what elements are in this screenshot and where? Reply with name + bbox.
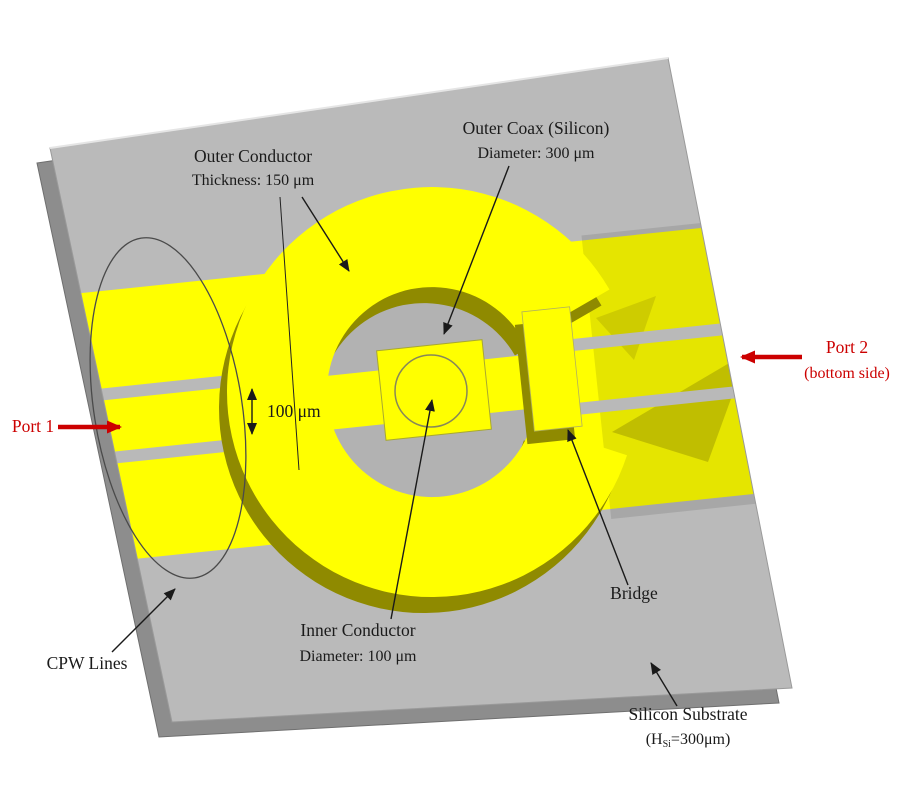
substrate-label: Silicon Substrate [628,704,747,724]
outer-coax-label: Outer Coax (Silicon) [463,118,610,138]
inner-conductor-label: Inner Conductor [300,620,415,640]
port2-label: Port 2 [826,337,868,357]
cpw-lines-label: CPW Lines [47,653,128,673]
metal-shadow-streak-2 [596,296,656,360]
inner-conductor-arrow [390,399,435,620]
port2-sublabel: (bottom side) [804,365,890,382]
substrate-sublabel: (HSi=300μm) [646,731,731,750]
bridge-arrow [567,429,629,586]
strip-width-label: 100 μm [267,401,321,421]
cpw-region-ellipse [89,237,247,579]
bridge-label: Bridge [610,583,658,603]
outer-conductor-sublabel: Thickness: 150 μm [192,172,315,189]
cpw-lower-level-shade [581,206,792,519]
outer-coax-sublabel: Diameter: 300 μm [478,145,596,162]
cpw-lines-arrow [111,588,176,653]
port1-label: Port 1 [12,416,54,436]
metal-shadow-streak [612,352,748,462]
outer-conductor-arrow [301,196,350,272]
substrate-top-edge-highlight [49,57,669,149]
outer-coax-arrow [443,165,510,335]
substrate-arrow [650,662,678,707]
inner-conductor-sublabel: Diameter: 100 μm [300,648,418,665]
inner-conductor [394,354,468,428]
outer-conductor-label: Outer Conductor [194,146,312,166]
air-bridge [521,306,583,432]
outer-conductor-ring [226,187,628,598]
outer-conductor-leader-line [279,196,300,471]
